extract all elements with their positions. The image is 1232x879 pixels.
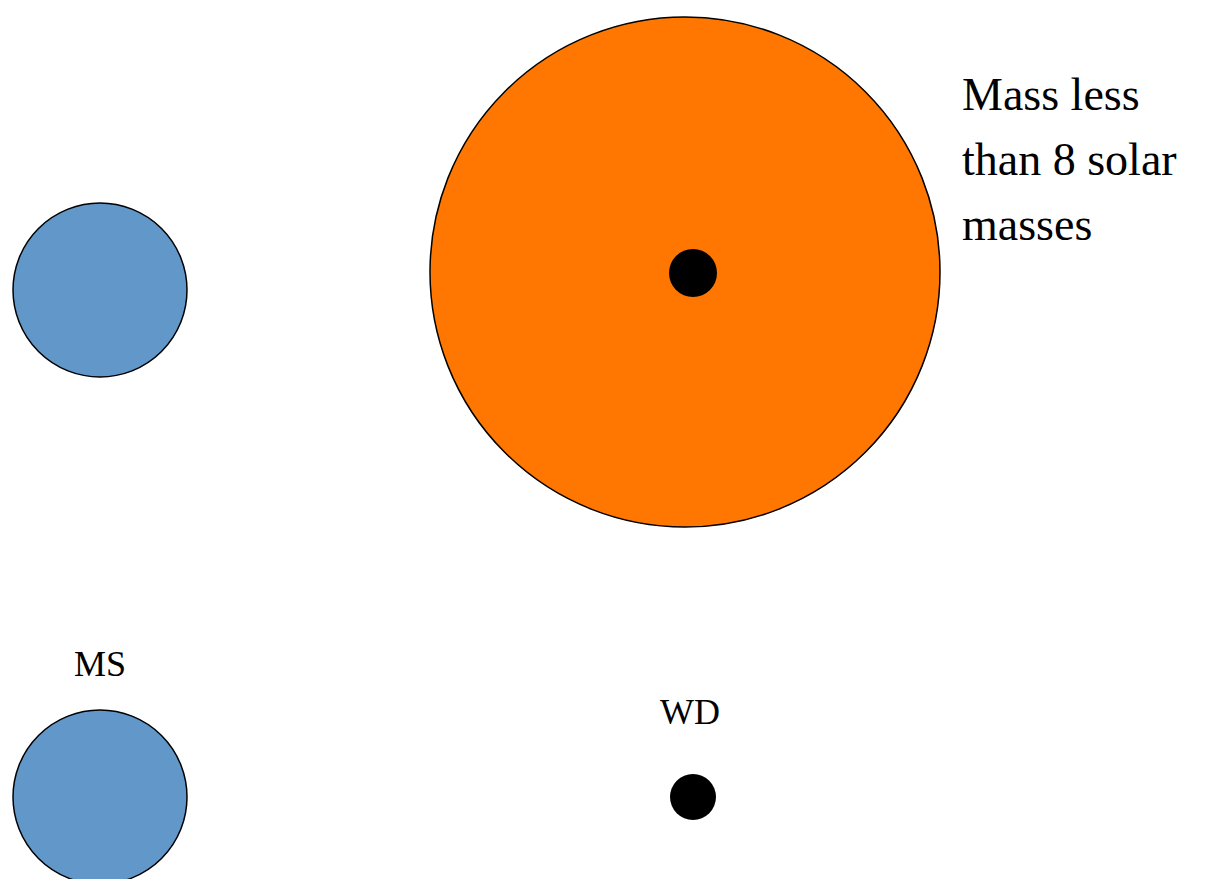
core-dot — [669, 249, 717, 297]
star-circle — [13, 710, 187, 879]
white-dwarf: WD — [670, 774, 716, 820]
giant-star: Mass less than 8 solar masses — [429, 16, 941, 528]
node-outline — [13, 710, 187, 879]
node-outline — [429, 16, 941, 528]
main-sequence-star: MS — [13, 710, 187, 879]
giant-envelope — [430, 17, 940, 527]
node-outline — [670, 774, 716, 820]
main-sequence-star — [13, 203, 187, 377]
node-label: Mass less than 8 solar masses — [962, 62, 1212, 257]
node-label: WD — [590, 692, 790, 733]
dwarf-dot — [670, 774, 716, 820]
node-label: MS — [13, 644, 187, 685]
